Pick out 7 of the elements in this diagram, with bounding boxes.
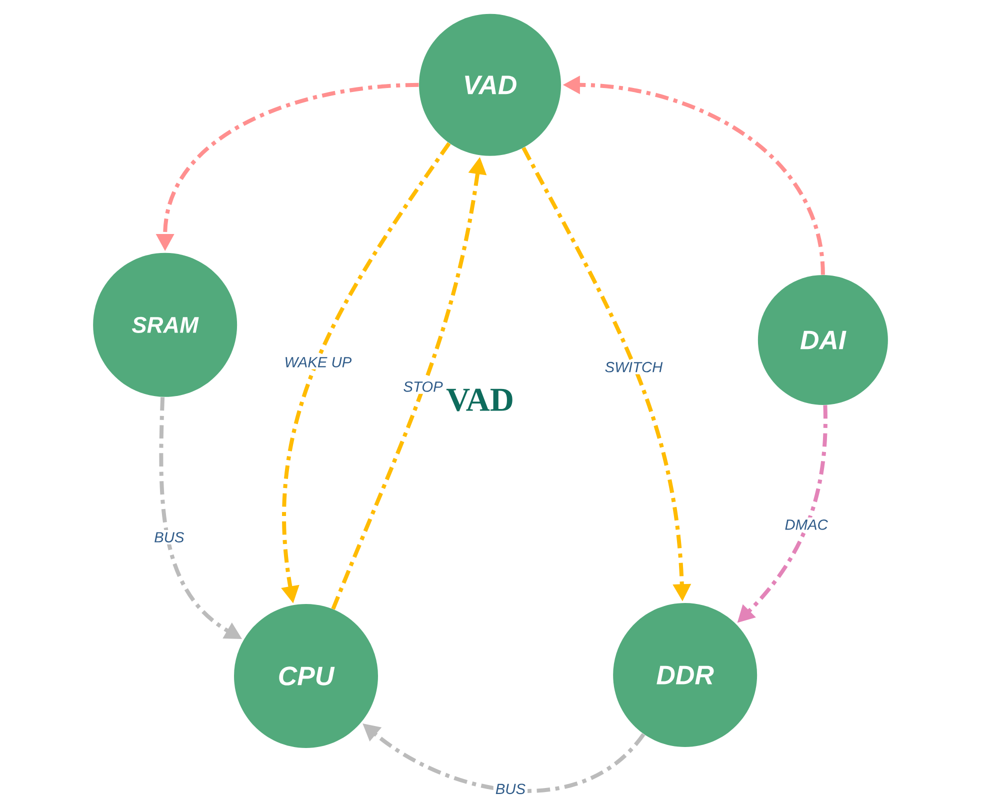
edge-label: DMAC bbox=[782, 517, 830, 532]
edge-label: WAKE UP bbox=[282, 355, 354, 370]
edge-label: BUS bbox=[493, 782, 528, 796]
edge-label: SWITCH bbox=[602, 360, 665, 374]
title: VAD bbox=[446, 388, 512, 412]
edge-label: BUS bbox=[152, 530, 186, 544]
edge-label: STOP bbox=[401, 379, 445, 394]
